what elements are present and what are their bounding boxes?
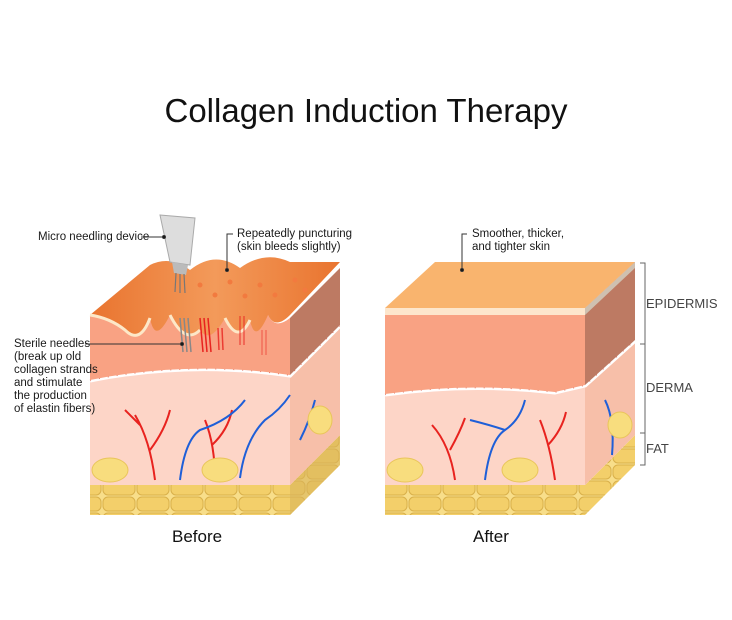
label-skin-bleeds: (skin bleeds slightly) <box>237 241 341 253</box>
after-fat-layer <box>385 435 635 515</box>
caption-before: Before <box>172 527 223 546</box>
sterile-needles <box>179 317 192 353</box>
label-repeatedly-puncturing: Repeatedly puncturing <box>237 228 353 240</box>
needles-line: of elastin fibers) <box>14 403 96 415</box>
diagram-title: Collagen Induction Therapy <box>164 92 568 129</box>
needles-line: Sterile needles <box>14 338 91 350</box>
after-smooth-surface <box>385 262 635 308</box>
caption-after: After <box>473 527 509 546</box>
needles-line: the production <box>14 390 87 402</box>
before-skin-block <box>85 214 342 515</box>
needles-line: and stimulate <box>14 377 83 389</box>
needle-tracks <box>199 316 267 355</box>
label-micro-needling-device: Micro needling device <box>38 231 150 243</box>
label-epidermis: EPIDERMIS <box>646 296 718 311</box>
after-skin-block <box>384 233 646 515</box>
label-sterile-needles: Sterile needles (break up old collagen s… <box>14 338 98 416</box>
micro-needling-device-icon <box>159 214 196 294</box>
before-fat-layer <box>90 435 340 515</box>
needles-line: (break up old <box>14 351 82 363</box>
after-fat-cells <box>386 411 633 483</box>
label-fat: FAT <box>646 441 669 456</box>
after-blood-vessels <box>431 399 614 481</box>
label-derma: DERMA <box>646 380 693 395</box>
before-fat-cells <box>91 405 333 483</box>
label-tighter-skin: and tighter skin <box>472 241 550 253</box>
layer-brackets <box>640 262 646 466</box>
after-epidermis-layer <box>385 315 585 394</box>
label-smoother-skin: Smoother, thicker, <box>472 228 565 240</box>
needles-line: collagen strands <box>14 364 98 376</box>
